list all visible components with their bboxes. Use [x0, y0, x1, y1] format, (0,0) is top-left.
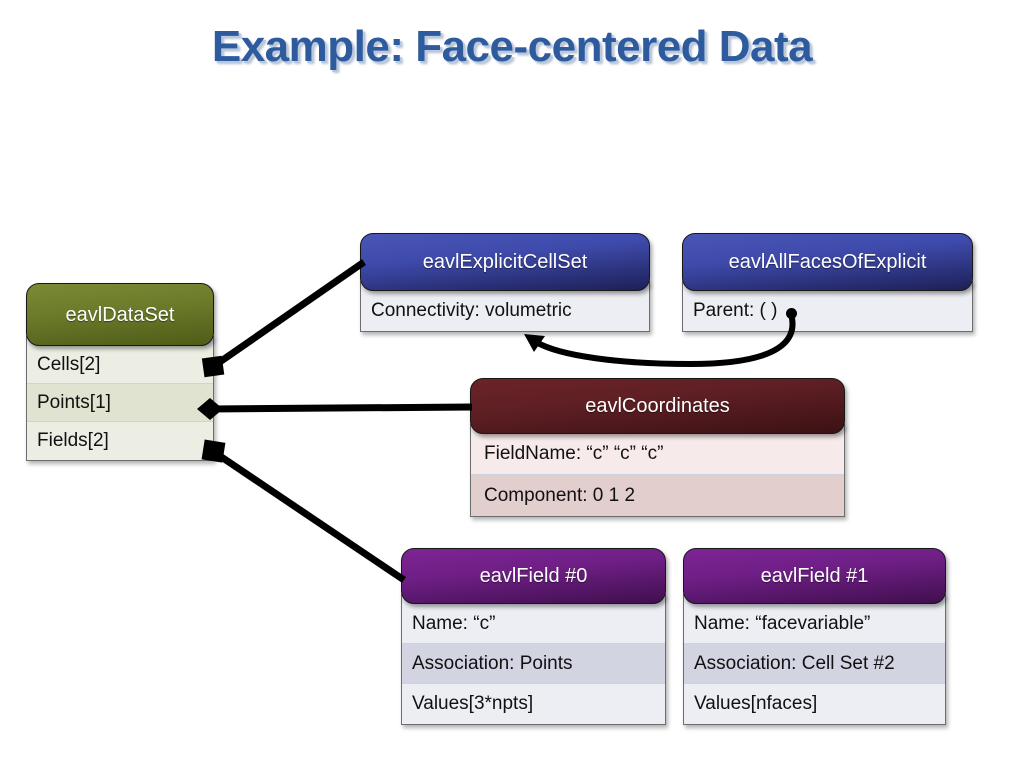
table-row[interactable]: Fields[2]: [27, 422, 213, 460]
connector-cells-to-cellset: [201, 259, 366, 378]
class-box-header-eavlfield1: eavlField #1: [683, 548, 946, 604]
table-row[interactable]: Cells[2]: [27, 346, 213, 384]
class-title-eavlallfacesofexplicit: eavlAllFacesOfExplicit: [728, 251, 927, 273]
table-row[interactable]: Points[1]: [27, 384, 213, 422]
class-box-body-eavlfield0: Name: “c” Association: Points Values[3*n…: [401, 594, 666, 725]
class-box-header-eavlallfacesofexplicit: eavlAllFacesOfExplicit: [682, 233, 973, 291]
class-title-eavlcoordinates: eavlCoordinates: [585, 395, 730, 417]
table-row[interactable]: Component: 0 1 2: [471, 475, 844, 516]
table-row[interactable]: Values[3*npts]: [402, 684, 665, 724]
class-box-body-eavldataset: Cells[2] Points[1] Fields[2]: [26, 336, 214, 461]
class-box-header-eavlfield0: eavlField #0: [401, 548, 666, 604]
connector-points-to-coordinates: [197, 398, 473, 420]
class-title-eavlfield1: eavlField #1: [760, 565, 869, 587]
class-box-eavlexplicitcellset[interactable]: eavlExplicitCellSet Connectivity: volume…: [360, 233, 650, 332]
connector-fields-to-field0: [201, 439, 406, 583]
class-box-body-eavlfield1: Name: “facevariable” Association: Cell S…: [683, 594, 946, 725]
table-row[interactable]: Name: “c”: [402, 604, 665, 644]
class-title-eavlfield0: eavlField #0: [479, 565, 588, 587]
class-box-header-eavlexplicitcellset: eavlExplicitCellSet: [360, 233, 650, 291]
class-box-eavldataset[interactable]: eavlDataSet Cells[2] Points[1] Fields[2]: [26, 283, 214, 461]
table-row[interactable]: Values[nfaces]: [684, 684, 945, 724]
class-title-eavldataset: eavlDataSet: [65, 303, 175, 326]
class-box-header-eavlcoordinates: eavlCoordinates: [470, 378, 845, 434]
table-row[interactable]: Name: “facevariable”: [684, 604, 945, 644]
table-row[interactable]: FieldName: “c” “c” “c”: [471, 434, 844, 475]
class-box-eavlallfacesofexplicit[interactable]: eavlAllFacesOfExplicit Parent: ( ): [682, 233, 973, 332]
table-row[interactable]: Connectivity: volumetric: [361, 291, 649, 331]
table-row[interactable]: Parent: ( ): [683, 291, 972, 331]
table-row[interactable]: Association: Cell Set #2: [684, 644, 945, 684]
class-title-eavlexplicitcellset: eavlExplicitCellSet: [422, 251, 588, 273]
table-row[interactable]: Association: Points: [402, 644, 665, 684]
class-box-eavlcoordinates[interactable]: eavlCoordinates FieldName: “c” “c” “c” C…: [470, 378, 845, 517]
class-box-eavlfield1[interactable]: eavlField #1 Name: “facevariable” Associ…: [683, 548, 946, 725]
class-box-body-eavlcoordinates: FieldName: “c” “c” “c” Component: 0 1 2: [470, 424, 845, 517]
page-title: Example: Face-centered Data: [211, 22, 813, 71]
class-box-eavlfield0[interactable]: eavlField #0 Name: “c” Association: Poin…: [401, 548, 666, 725]
parent-pointer-dot: [786, 308, 797, 319]
class-box-header-eavldataset: eavlDataSet: [26, 283, 214, 346]
